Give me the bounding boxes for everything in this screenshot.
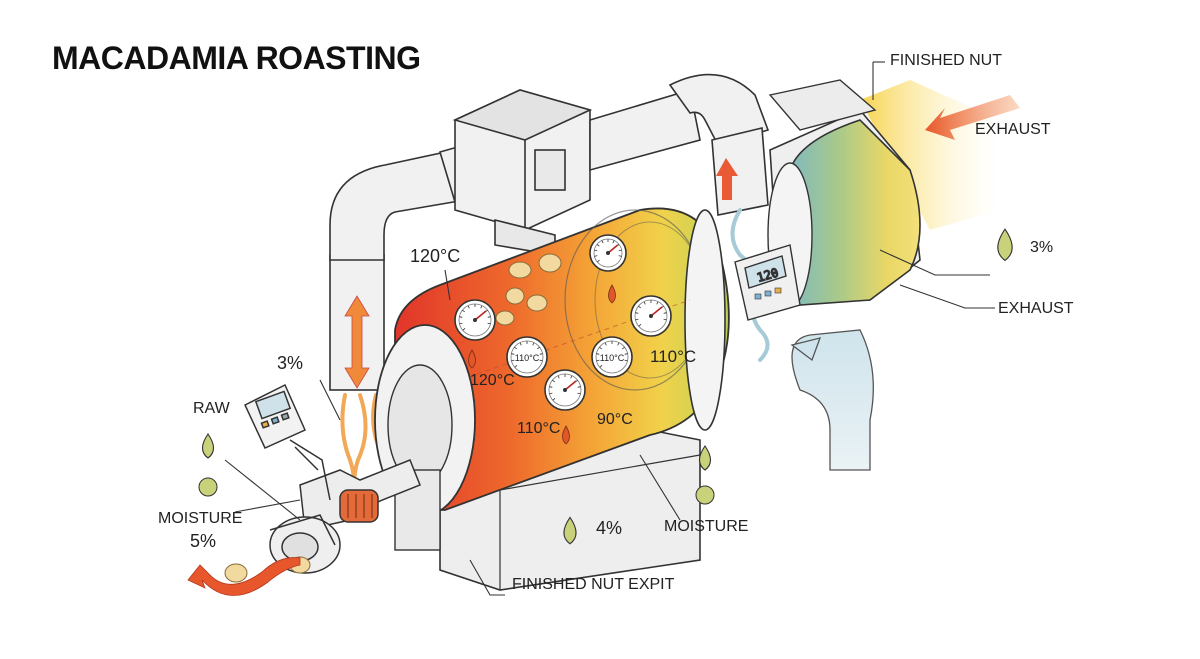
burner-assembly [244, 383, 421, 574]
nuts-in-drum [495, 253, 562, 326]
label-moisture-left: MOISTURE [158, 510, 243, 527]
box-panel [534, 149, 566, 191]
temperature-gauge: 110°C [591, 336, 633, 378]
label-moisture-left-pct: 3% [277, 353, 304, 373]
label-exhaust-top: EXHAUST [975, 121, 1051, 138]
label-finished-nut: FINISHED NUT [890, 52, 1002, 69]
temperature-gauge [544, 369, 586, 411]
label-finished-nut-exit: FINISHED NUT EXPIT [512, 576, 675, 593]
right-elbow [668, 73, 770, 146]
temperature-gauge [630, 295, 672, 337]
temperature-gauge [589, 234, 627, 272]
label-raw: RAW [193, 400, 230, 417]
left-controller [244, 383, 306, 449]
gauge-reading: 110°C [515, 353, 540, 363]
label-temp-110-bottom: 110°C [517, 420, 561, 437]
label-temp-110-right: 110°C [650, 347, 697, 366]
temperature-gauge: 110°C [506, 336, 548, 378]
gauge-reading: 110°C [600, 353, 625, 363]
up-arrow [716, 158, 738, 200]
droplet-icon [698, 445, 712, 471]
droplet-icon [563, 516, 577, 545]
drum-gauges: 110°C 110°C [454, 234, 672, 411]
label-temp-120-mid: 120°C [470, 372, 515, 389]
label-bottom-pct: 4% [596, 518, 623, 538]
leader-lines [224, 61, 995, 596]
moisture-dot-icon [695, 485, 715, 505]
page-title: MACADAMIA ROASTING [52, 40, 421, 76]
burner-flame-tube [339, 489, 379, 523]
drum-droplets [468, 284, 616, 445]
label-moisture-bottom: MOISTURE [664, 518, 749, 535]
droplet-icon [201, 433, 215, 459]
moisture-dot-icon [198, 477, 218, 497]
input-arrow [187, 557, 301, 596]
label-moisture-left-value: 5% [190, 531, 217, 551]
moisture-droplets [198, 228, 1013, 545]
top-pipe-right [589, 88, 701, 172]
right-meter-display: 120 [755, 265, 780, 284]
label-exhaust-mid: EXHAUST [998, 300, 1074, 317]
updown-arrow [344, 295, 370, 389]
right-controller: 120 [734, 244, 801, 321]
roasting-drum [374, 207, 730, 591]
ductwork [329, 73, 770, 391]
label-moisture-right-pct: 3% [1030, 239, 1054, 256]
airflow-arrows [344, 158, 738, 389]
exhaust-arrow [925, 95, 1020, 140]
temperature-gauge [454, 299, 496, 341]
droplet-icon [997, 228, 1013, 262]
label-temp-90: 90°C [597, 411, 633, 428]
label-temp-120-top: 120°C [410, 246, 461, 266]
cooler-unit [767, 79, 1020, 308]
